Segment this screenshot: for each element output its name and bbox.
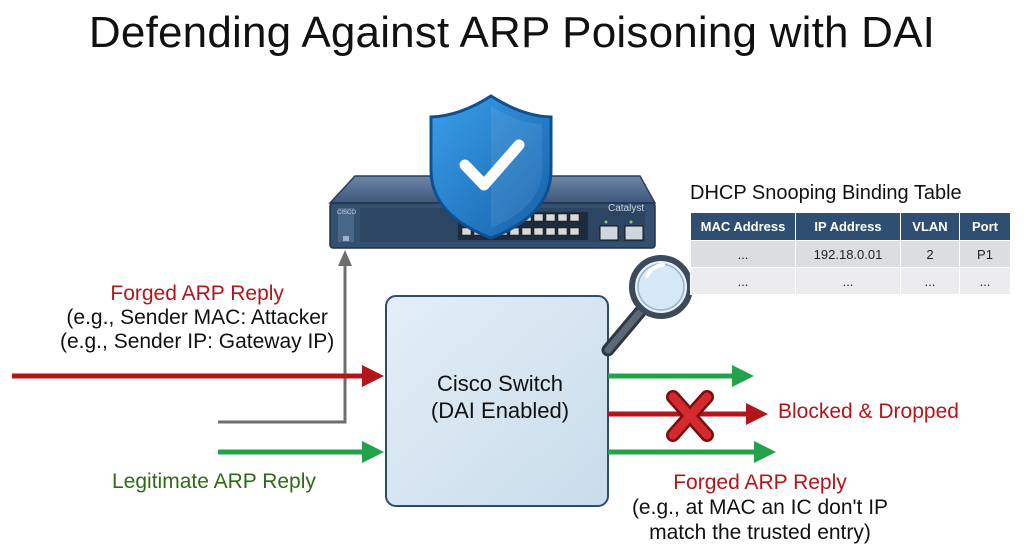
page-title: Defending Against ARP Poisoning with DAI — [88, 8, 936, 57]
table-row: ... ... ... ... — [690, 267, 1011, 295]
forged-output-label: Forged ARP Reply (e.g., at MAC an IC don… — [620, 470, 900, 545]
device-logo: CISCO — [337, 210, 357, 216]
table-row: ... 192.18.0.01 2 P1 — [690, 240, 1011, 268]
forged-input-label: Forged ARP Reply (e.g., Sender MAC: Atta… — [60, 282, 334, 354]
cell-mac: ... — [690, 267, 796, 295]
binding-table: MAC Address IP Address VLAN Port ... 192… — [690, 212, 1011, 295]
cell-port: ... — [959, 267, 1011, 295]
forged-input-detail-1: (e.g., Sender MAC: Attacker — [66, 306, 328, 329]
col-header-port: Port — [959, 212, 1011, 241]
cell-mac: ... — [690, 240, 796, 268]
col-header-vlan: VLAN — [900, 212, 960, 241]
forged-input-detail-2: (e.g., Sender IP: Gateway IP) — [60, 330, 335, 353]
legitimate-input-arrow — [218, 441, 384, 463]
device-brand-label: Catalyst — [608, 203, 645, 214]
binding-table-header-row: MAC Address IP Address VLAN Port — [690, 212, 1011, 241]
blocked-label: Blocked & Dropped — [778, 400, 959, 423]
binding-table-title: DHCP Snooping Binding Table — [690, 182, 962, 204]
cell-vlan: 2 — [900, 240, 960, 268]
legitimate-output-arrow — [608, 441, 776, 463]
forged-output-detail-2: match the trusted entry) — [649, 521, 871, 544]
cell-port: P1 — [959, 240, 1011, 268]
col-header-ip: IP Address — [795, 212, 901, 241]
magnifier-icon — [601, 255, 693, 357]
cell-vlan: ... — [900, 267, 960, 295]
trusted-path-arrow — [218, 250, 352, 424]
switch-label: Cisco Switch (DAI Enabled) — [390, 370, 610, 424]
forged-input-arrow — [12, 365, 384, 387]
cell-ip: ... — [795, 267, 901, 295]
forged-input-title: Forged ARP Reply — [110, 282, 284, 305]
cisco-switch-box — [385, 295, 609, 507]
shield-check-icon — [429, 94, 553, 240]
cell-ip: 192.18.0.01 — [795, 240, 901, 268]
legitimate-input-label: Legitimate ARP Reply — [112, 470, 316, 493]
forged-output-title: Forged ARP Reply — [673, 471, 847, 494]
forwarded-output-arrow — [608, 365, 754, 387]
forged-output-detail-1: (e.g., at MAC an IC don't IP — [631, 496, 889, 519]
block-x-icon — [666, 390, 714, 442]
switch-mode: (DAI Enabled) — [430, 398, 570, 423]
col-header-mac: MAC Address — [690, 212, 796, 241]
switch-name: Cisco Switch — [437, 371, 563, 396]
